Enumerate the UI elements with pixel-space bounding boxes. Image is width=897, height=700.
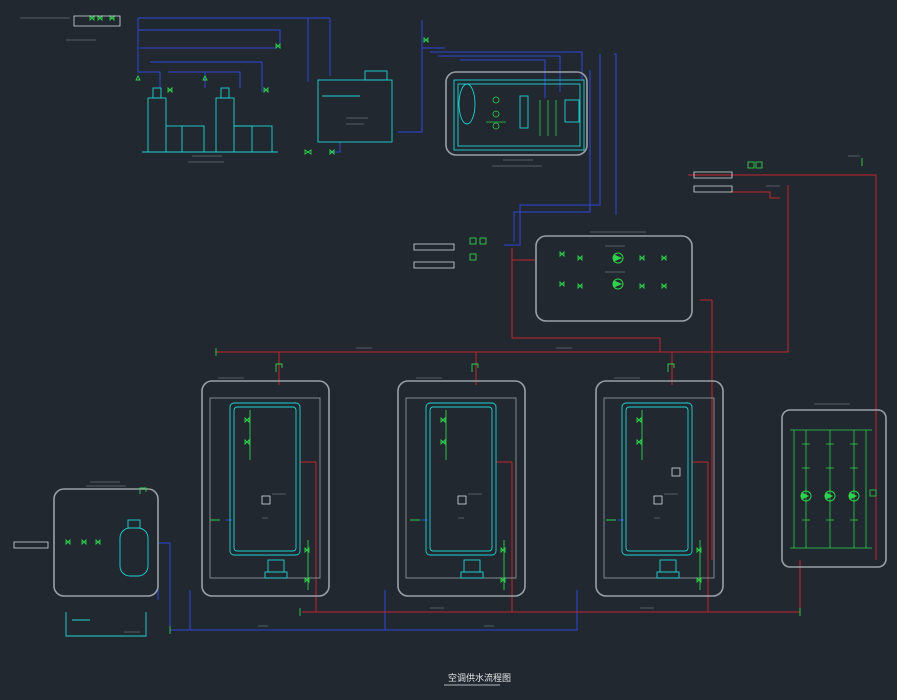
frame-ahu-2 bbox=[397, 380, 526, 597]
frame-water-treatment bbox=[445, 71, 588, 156]
cyan-equipment bbox=[65, 70, 693, 637]
red-pipe-network bbox=[215, 174, 877, 613]
room-frames bbox=[53, 71, 887, 597]
frame-ahu-3 bbox=[595, 380, 724, 597]
ahu-boxes bbox=[13, 15, 733, 549]
annotation-marks bbox=[20, 17, 860, 633]
treatment-room-internals bbox=[486, 96, 557, 136]
frame-chiller-pumps bbox=[781, 409, 887, 568]
blue-pipe-network bbox=[137, 17, 624, 631]
frame-pump-room bbox=[535, 235, 693, 322]
drawing-title: 空调供水流程图 bbox=[448, 672, 511, 684]
frame-expansion bbox=[53, 488, 159, 597]
green-valves bbox=[65, 14, 863, 634]
pump-icon bbox=[612, 252, 860, 502]
chiller-pump-internals bbox=[790, 429, 877, 549]
frame-ahu-1 bbox=[201, 380, 330, 597]
